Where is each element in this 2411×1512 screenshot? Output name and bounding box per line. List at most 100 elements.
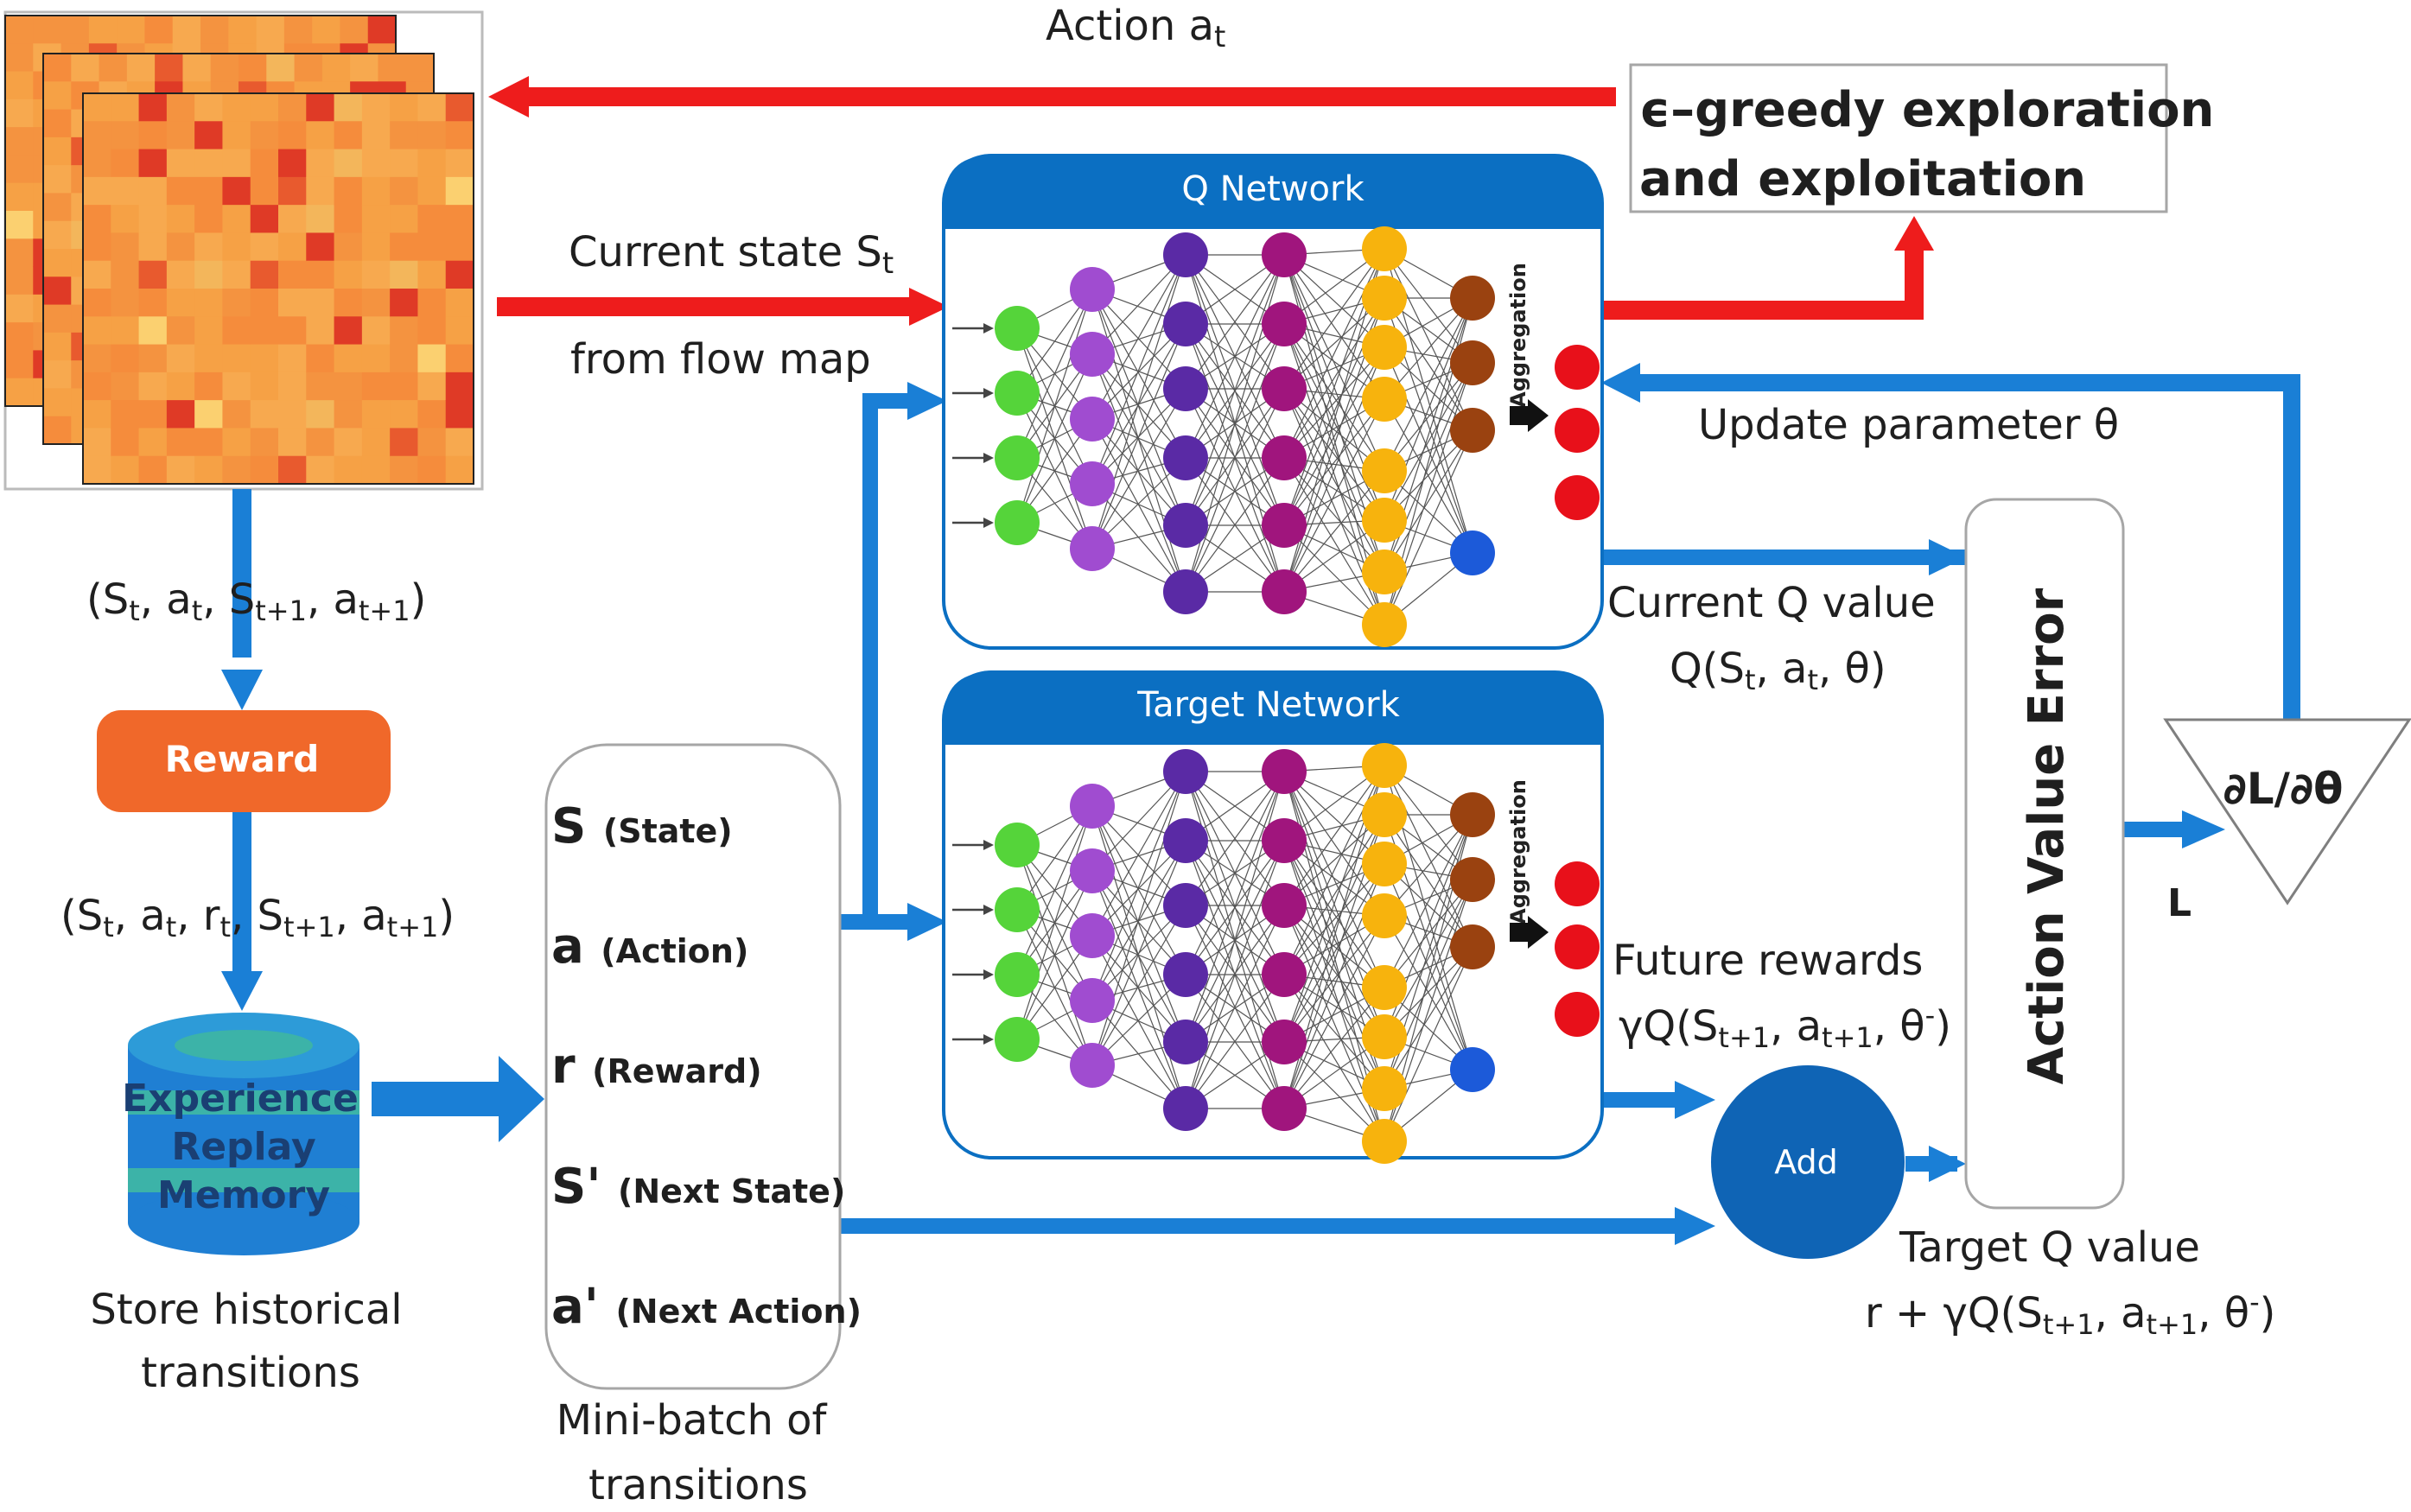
heatmap-cell (250, 372, 279, 401)
network-edge (1384, 297, 1473, 472)
heatmap-cell (83, 400, 111, 429)
heatmap-cell (250, 316, 279, 346)
neuron (1262, 1086, 1307, 1131)
heatmap-cell (222, 176, 251, 206)
heatmap-cell (144, 16, 174, 44)
heatmap-cell (390, 93, 418, 122)
neuron (1362, 1014, 1407, 1059)
heatmap-cell (182, 54, 212, 82)
network-edge (1384, 362, 1473, 521)
heatmap-cell (334, 372, 363, 401)
heatmap-cell (138, 400, 168, 429)
target-q-value-label: Target Q value (1899, 1223, 2200, 1272)
input-arrow-head (983, 969, 994, 980)
neuron (1362, 276, 1407, 321)
batch-to-q-shaft (862, 393, 910, 409)
target-to-add-shaft (1603, 1092, 1678, 1108)
target-network: Target Network Aggregation (942, 670, 1604, 1164)
heatmap-cell (166, 93, 195, 122)
output-neuron (1555, 475, 1600, 520)
heatmap-cell (266, 54, 296, 82)
q-network-header (944, 156, 1602, 229)
heatmap-cell (306, 289, 335, 317)
memory-band-2 (128, 1168, 359, 1192)
epsilon-line1: ϵ–greedy exploration (1639, 82, 2214, 138)
network-edge (1016, 289, 1093, 459)
minibatch-item: a (Action) (551, 918, 748, 975)
network-edge (1384, 362, 1473, 472)
add-label: Add (1774, 1143, 1838, 1181)
heatmap-cell (417, 93, 447, 122)
neuron (1262, 366, 1307, 411)
heatmap-cell (43, 276, 72, 306)
heatmap-cell (334, 176, 363, 206)
network-edge (1283, 974, 1385, 1142)
network-edge (1283, 771, 1385, 865)
heatmap-cell (445, 428, 474, 457)
heatmap-cell (361, 93, 391, 122)
network-edge (1016, 353, 1093, 524)
epsilon-line2: and exploitation (1639, 151, 2086, 207)
network-edge (1283, 398, 1385, 593)
memory-to-batch-shaft (372, 1082, 501, 1116)
network-edge (1384, 346, 1473, 554)
network-edge (1185, 771, 1285, 906)
neuron (995, 306, 1040, 351)
action-value-error-label: Action Value Error (2019, 588, 2075, 1084)
input-arrow-head (983, 518, 994, 528)
minibatch-item: S (State) (551, 798, 733, 854)
heatmap-cell (166, 176, 195, 206)
heatmap-cell (445, 455, 474, 485)
heatmap-cell (361, 121, 391, 150)
network-edge (1091, 254, 1186, 355)
neuron (1070, 913, 1115, 958)
heatmap-cell (405, 54, 435, 82)
network-edge (1185, 254, 1285, 526)
heatmap-cell (5, 211, 34, 239)
minibatch-desc: (Next Action) (615, 1293, 862, 1331)
heatmap-cell (5, 378, 34, 407)
error-to-grad-head (2182, 810, 2225, 848)
heatmap-cell (43, 332, 72, 361)
heatmap-cell (445, 344, 474, 373)
map-to-reward-head (221, 670, 263, 710)
network-edge (1283, 863, 1385, 1043)
neuron (1163, 435, 1208, 480)
heatmap-cell (334, 93, 363, 122)
heatmap-cell (390, 176, 418, 206)
heatmap-cell (306, 372, 335, 401)
current-q-value-label: Current Q value (1607, 579, 1936, 627)
heatmap-cell (278, 149, 307, 178)
neuron (1362, 377, 1407, 422)
neuron (1163, 749, 1208, 794)
heatmap-cell (111, 372, 140, 401)
neuron (1163, 1086, 1208, 1131)
network-edge (1185, 457, 1285, 593)
heatmap-cell (278, 372, 307, 401)
future-rewards-label: Future rewards (1613, 937, 1923, 985)
neuron (1450, 792, 1495, 837)
heatmap-cell (334, 232, 363, 262)
neuron (1450, 857, 1495, 902)
heatmap-cell (111, 316, 140, 346)
neuron (1070, 461, 1115, 506)
batch-vertical-shaft (862, 393, 878, 930)
neuron (1070, 848, 1115, 893)
minibatch-item: a' (Next Action) (551, 1279, 862, 1335)
network-edge (1283, 863, 1385, 975)
network-edge (1091, 771, 1186, 872)
batch-to-add-shaft (840, 1218, 1678, 1234)
network-edge (1384, 879, 1473, 988)
network-edge (1283, 388, 1385, 521)
batch-to-add-head (1675, 1207, 1715, 1245)
heatmap-cell (334, 344, 363, 373)
heatmap-cell (111, 121, 140, 150)
heatmap-cell (417, 428, 447, 457)
neuron (1163, 569, 1208, 614)
heatmap-cell (166, 372, 195, 401)
map-to-reward-shaft (232, 489, 251, 658)
heatmap-cell (250, 176, 279, 206)
heatmap-cell (138, 344, 168, 373)
heatmap-cell (5, 127, 34, 156)
reward-node: Reward (97, 710, 391, 812)
